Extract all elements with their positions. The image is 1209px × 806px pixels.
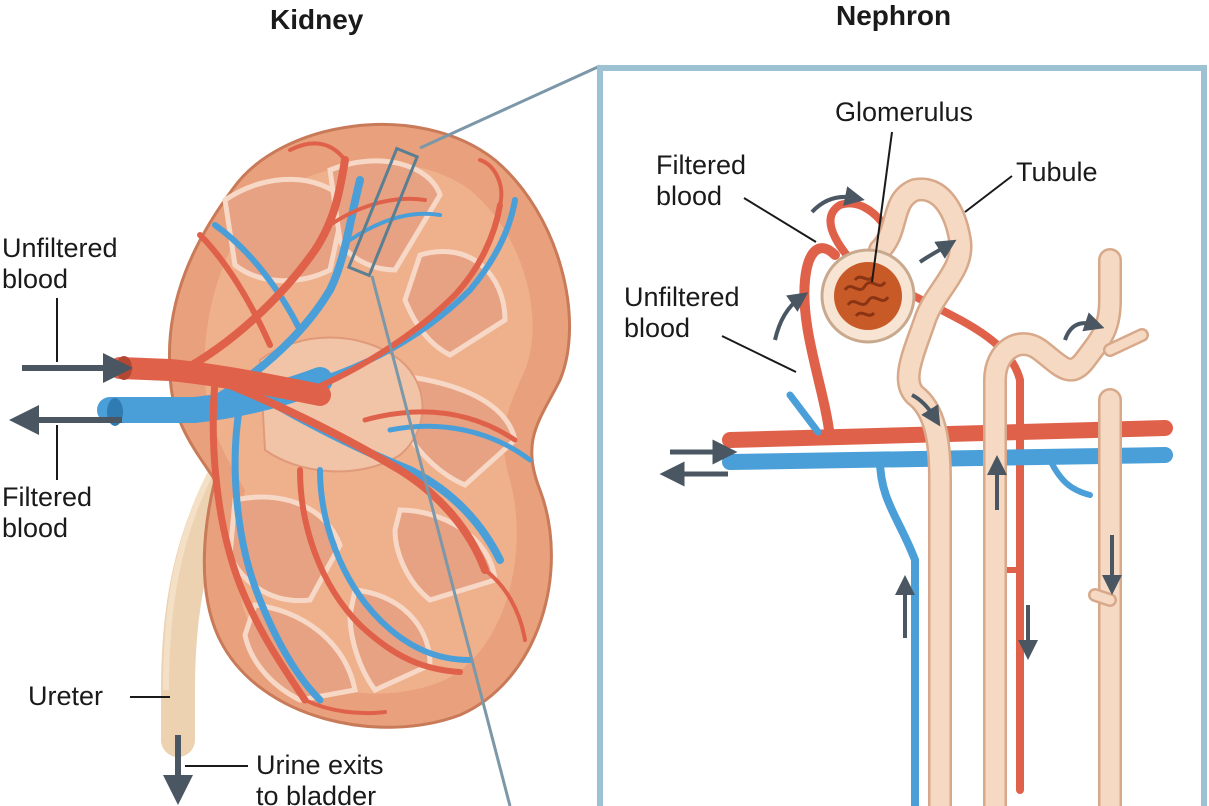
ureter-label: Ureter: [28, 681, 104, 711]
renal-artery-end: [116, 356, 132, 380]
nephron-leader-lines: [721, 131, 1013, 373]
zoom-callout: [346, 64, 601, 806]
glomerulus-ball: [834, 262, 902, 330]
kidney-arteries: [109, 141, 527, 716]
kidney-arrows: [8, 353, 193, 805]
kidney-title: Kidney: [270, 4, 364, 35]
kidney-filtered-blood-label: Filtered blood: [2, 482, 93, 543]
tubule-label: Tubule: [1016, 157, 1098, 187]
nephron-filtered-blood-label: Filtered blood: [656, 150, 747, 211]
kidney-leader-lines: [56, 298, 248, 767]
kidney-unfiltered-blood-label: Unfiltered blood: [2, 233, 118, 294]
nephron-side-arrows: [659, 439, 738, 487]
nephron-flow-arrows: [773, 186, 1122, 660]
nephron-title: Nephron: [836, 0, 952, 31]
nephron-tubule: [868, 177, 1149, 806]
urine-exits-label: Urine exits to bladder: [256, 750, 384, 806]
nephron-unfiltered-blood-label: Unfiltered blood: [624, 282, 740, 343]
glomerulus-label: Glomerulus: [835, 97, 974, 127]
